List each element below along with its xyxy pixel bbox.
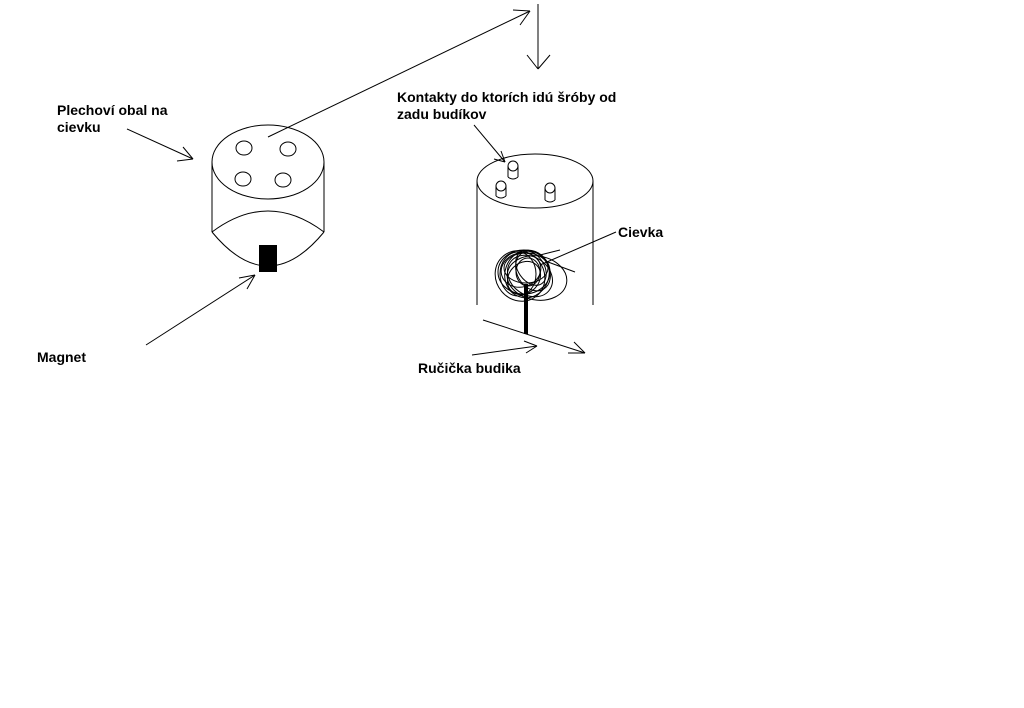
label-coil-housing: Plechoví obal na cievku <box>57 102 167 136</box>
housing-hole-3 <box>234 171 252 187</box>
housing-top-ellipse <box>211 124 325 200</box>
contact-3 <box>544 182 556 203</box>
label-contacts: Kontakty do ktorích idú šróby od zadu bu… <box>397 89 616 123</box>
assembled-unit <box>476 153 594 354</box>
housing-hole-4 <box>274 172 292 188</box>
label-magnet: Magnet <box>37 349 86 365</box>
label-coil: Cievka <box>618 224 664 240</box>
arrow-kontakty <box>473 124 506 163</box>
housing-hole-1 <box>235 140 253 156</box>
contact-2 <box>495 180 507 199</box>
housing-hole-2 <box>279 141 297 157</box>
label-contacts-line-2: zadu budíkov <box>397 106 487 122</box>
arrow-transition <box>267 9 531 138</box>
arrow-magnet <box>145 274 256 346</box>
unit-top-ellipse <box>476 153 594 209</box>
contact-1 <box>507 160 519 180</box>
housing-bottom-back-arc <box>211 210 325 233</box>
label-coil-housing-line-1: Plechoví obal na <box>57 102 168 118</box>
clock-hand <box>482 319 586 354</box>
coil-windings <box>494 249 576 302</box>
pointer-cievka <box>539 231 617 266</box>
arrow-obal <box>126 128 194 162</box>
needle-shaft <box>524 284 528 334</box>
arrow-rucicka <box>471 340 538 356</box>
label-coil-housing-line-2: cievku <box>57 119 101 135</box>
label-clock-hand: Ručička budika <box>418 360 521 376</box>
coil-housing <box>211 124 325 272</box>
arrow-down <box>526 4 551 70</box>
magnet-block <box>259 245 277 272</box>
label-contacts-line-1: Kontakty do ktorích idú šróby od <box>397 89 617 105</box>
